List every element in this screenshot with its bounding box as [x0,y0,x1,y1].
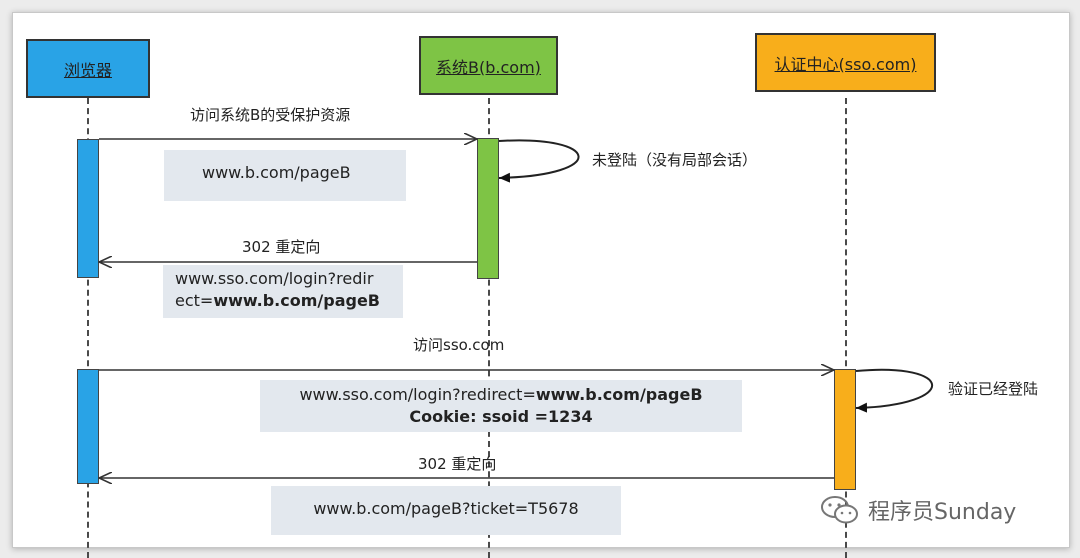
label-self-system-b: 未登陆（没有局部会话） [592,151,758,169]
note-sso-login: www.sso.com/login?redirect=www.b.com/pag… [260,380,742,432]
actor-browser: 浏览器 [26,39,150,98]
note-sso-redirect: www.sso.com/login?redir ect=www.b.com/pa… [163,265,403,318]
note-sso-redirect-line1: www.sso.com/login?redir [175,269,374,288]
note-ticket: www.b.com/pageB?ticket=T5678 [271,486,621,535]
wechat-icon [821,496,858,524]
note-page-b-text: www.b.com/pageB [202,163,351,182]
label-request-sso: 访问sso.com [413,336,505,354]
label-self-sso: 验证已经登陆 [948,380,1039,398]
arrow-self-sso [855,368,934,413]
note-sso-redirect-line2: ect=www.b.com/pageB [175,290,403,312]
note-sso-login-prefix: www.sso.com/login?redirect= [299,385,536,404]
note-sso-cookie: Cookie: ssoid =1234 [409,407,593,426]
note-page-b: www.b.com/pageB [164,150,406,201]
note-ticket-text: www.b.com/pageB?ticket=T5678 [313,499,579,518]
lifeline-system-b [488,98,490,558]
note-sso-redirect-prefix: ect= [175,291,214,310]
note-sso-redirect-target: www.b.com/pageB [213,291,380,310]
label-redirect-1: 302 重定向 [242,238,321,256]
actor-sso: 认证中心(sso.com) [755,33,936,92]
activation-sso [834,369,856,490]
activation-browser-1 [77,139,99,278]
lifeline-sso [845,98,847,558]
activation-browser-2 [77,369,99,484]
arrow-self-system-b [498,139,580,183]
label-redirect-2: 302 重定向 [418,455,497,473]
note-sso-login-target: www.b.com/pageB [535,385,703,404]
activation-system-b [477,138,499,279]
watermark-text: 程序员Sunday [868,500,1017,525]
watermark: 程序员Sunday [820,490,1060,530]
actor-system-b: 系统B(b.com) [419,36,558,95]
label-request-system-b: 访问系统B的受保护资源 [190,106,351,124]
note-sso-login-line1: www.sso.com/login?redirect=www.b.com/pag… [260,384,742,406]
lifeline-browser [87,98,89,558]
